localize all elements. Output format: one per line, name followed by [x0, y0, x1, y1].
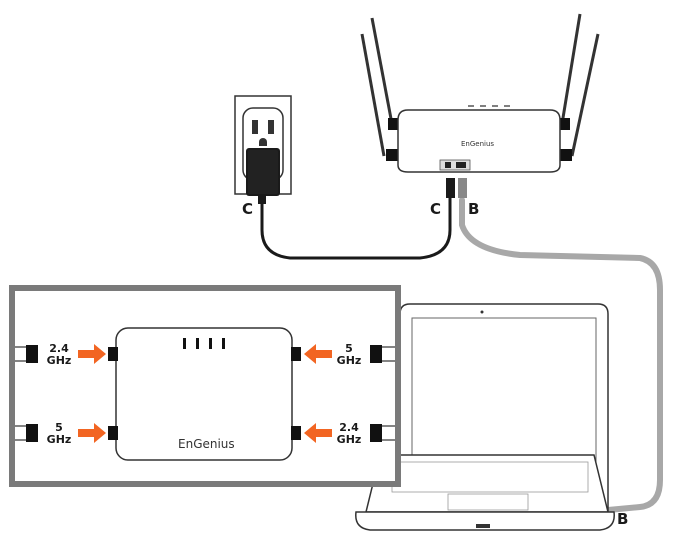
- arrow-bottom-left: [78, 423, 106, 443]
- label-c-outlet: C: [242, 200, 254, 218]
- label-b-ap: B: [468, 200, 480, 218]
- brand-logo-inset: EnGenius: [178, 437, 235, 451]
- arrow-bottom-right: [304, 423, 332, 443]
- antenna-inset: [9, 285, 401, 487]
- arrow-top-right: [304, 344, 332, 364]
- brand-logo-top: EnGenius: [461, 140, 495, 148]
- power-plug-ap: [446, 178, 455, 198]
- ethernet-cable: [459, 197, 663, 513]
- label-c-ap: C: [430, 200, 442, 218]
- power-cable: [260, 195, 452, 260]
- arrow-top-left: [78, 344, 106, 364]
- ethernet-plug-ap: [458, 178, 467, 198]
- access-point-top: [360, 13, 600, 173]
- power-adapter: [246, 148, 280, 204]
- label-b-laptop: B: [617, 510, 629, 528]
- laptop: [355, 303, 615, 531]
